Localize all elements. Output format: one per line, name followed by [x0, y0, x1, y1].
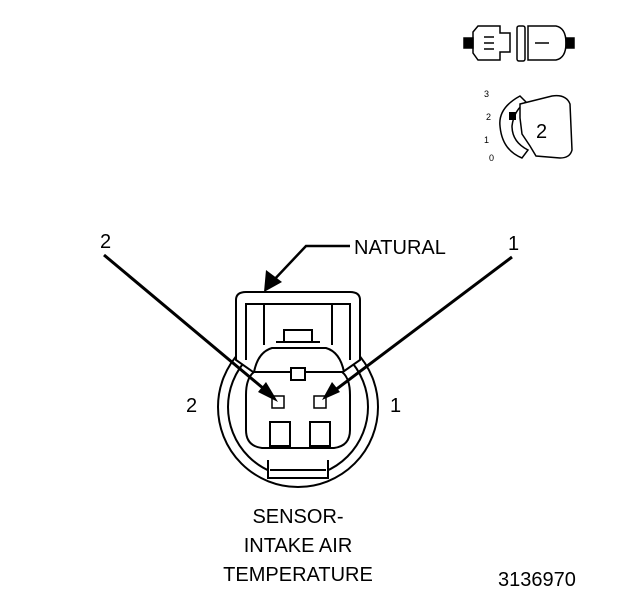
natural-leader-line — [271, 244, 350, 283]
pin-2-leader-line — [103, 253, 271, 396]
leader-arrowheads — [258, 270, 340, 402]
pin-2-top-label: 2 — [100, 231, 111, 253]
pin-1-top-label: 1 — [508, 233, 519, 255]
caption-line-2: INTAKE AIR — [244, 535, 353, 557]
pin-1-arrowhead — [322, 382, 340, 400]
caption-line-3: TEMPERATURE — [223, 564, 373, 586]
key-scale-3: 3 — [484, 89, 489, 99]
key-position-label: 2 — [536, 121, 547, 143]
connector-side-view-icon — [463, 25, 575, 62]
diagram-caption: SENSOR- INTAKE AIR TEMPERATURE — [223, 506, 373, 586]
pin-1-side-label: 1 — [390, 395, 401, 417]
color-label: NATURAL — [354, 237, 446, 259]
natural-arrowhead — [264, 270, 282, 292]
pin-1-leader-line — [329, 255, 513, 396]
caption-line-1: SENSOR- — [252, 506, 343, 528]
key-position-icon: 3 2 1 0 2 — [484, 89, 573, 163]
key-scale-1: 1 — [484, 135, 489, 145]
key-scale-2: 2 — [486, 112, 491, 122]
key-scale-0: 0 — [489, 153, 494, 163]
pin-2-arrowhead — [258, 382, 278, 402]
connector-body — [217, 291, 379, 488]
pin-2-side-label: 2 — [186, 395, 197, 417]
leader-lines — [103, 244, 513, 396]
figure-number: 3136970 — [498, 569, 576, 591]
